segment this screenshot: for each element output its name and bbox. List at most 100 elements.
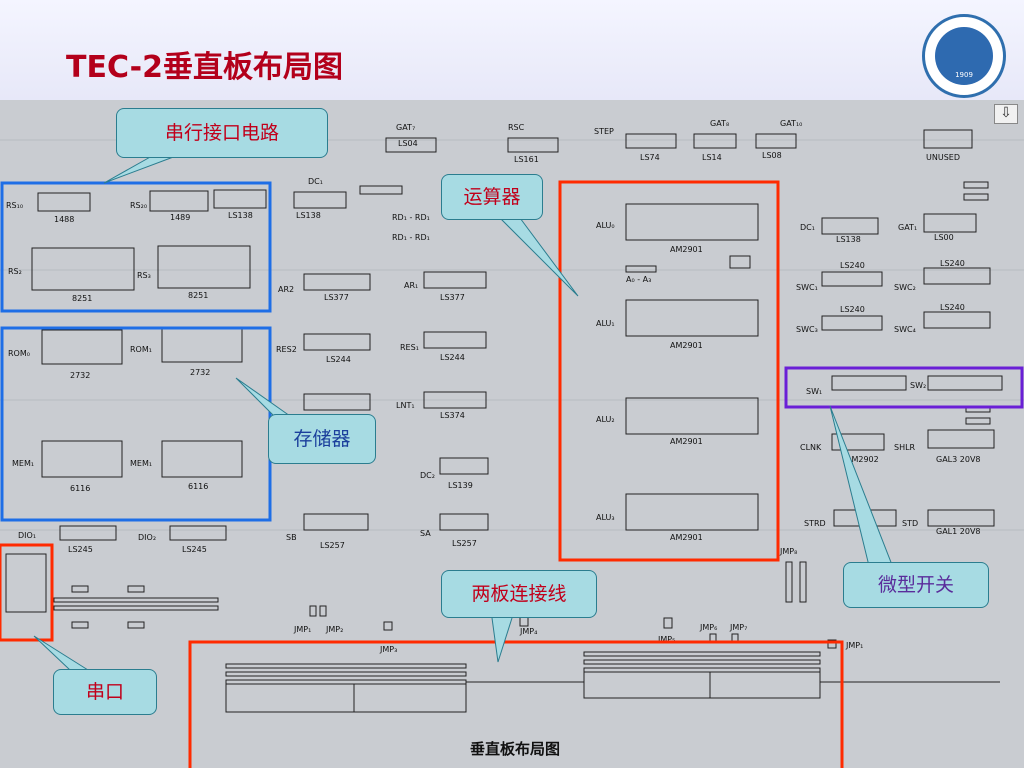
label-jmp4: JMP₄ [519, 627, 537, 636]
label-dc1-b: DC₁ [800, 223, 815, 232]
chip-8251-a: 8251 [72, 294, 92, 303]
callout-micro-switch: 微型开关 [843, 562, 989, 608]
chip-ls08: LS08 [762, 151, 782, 160]
label-rom1: ROM₁ [130, 345, 152, 354]
label-dc1: DC₁ [308, 177, 323, 186]
chip-unused: UNUSED [926, 153, 960, 162]
chip-ls257-b: LS257 [452, 539, 477, 548]
label-jmp8: JMP₈ [779, 547, 797, 556]
label-swc2: SWC₂ [894, 283, 916, 292]
chip-am2901-a: AM2901 [670, 245, 703, 254]
serial-labels: RS₁₀ RS₂₀ RS₂ RS₃ 1488 1489 LS138 8251 8… [6, 201, 253, 303]
label-dio1: DIO₁ [18, 531, 36, 540]
logo-emblem [935, 27, 993, 85]
label-jmp6: JMP₆ [699, 623, 717, 632]
chip-ls244-a: LS244 [326, 355, 351, 364]
scroll-down-button[interactable]: ⇩ [994, 104, 1018, 124]
label-a0-a3: A₀ - A₃ [626, 275, 651, 284]
callout-memory: 存储器 [268, 414, 376, 464]
label-swc3: SWC₃ [796, 325, 818, 334]
university-logo: 1909 [922, 14, 1006, 98]
label-swc4: SWC₄ [894, 325, 916, 334]
chip-am2901-d: AM2901 [670, 533, 703, 542]
chip-ls161: LS161 [514, 155, 539, 164]
control-chip-labels: GAT₇ RSC STEP GAT₈ GAT₁₀ LS04 LS161 LS74… [276, 119, 960, 550]
callout-pointers [33, 155, 895, 671]
label-rs10: RS₁₀ [6, 201, 23, 210]
label-jmp2: JMP₂ [325, 625, 343, 634]
chip-ls245-a: LS245 [68, 545, 93, 554]
chip-gal3: GAL3 20V8 [936, 455, 981, 464]
chip-ls139: LS139 [448, 481, 473, 490]
label-mem-a: MEM₁ [12, 459, 34, 468]
chip-6116-a: 6116 [70, 484, 90, 493]
label-shlr: SHLR [894, 443, 916, 452]
label-alu2: ALU₂ [596, 415, 615, 424]
chip-gal1: GAL1 20V8 [936, 527, 981, 536]
logo-year: 1909 [955, 71, 973, 79]
chip-6116-b: 6116 [188, 482, 208, 491]
label-ar1: AR₁ [404, 281, 418, 290]
chip-ls00: LS00 [934, 233, 954, 242]
label-rd-a: RD₁ - RD₁ [392, 213, 430, 222]
highlight-frames [0, 180, 1024, 768]
chip-ls138: LS138 [228, 211, 253, 220]
chip-ls374: LS374 [440, 411, 465, 420]
switch-chip-group [821, 181, 1003, 527]
label-sw1: SW₁ [806, 387, 822, 396]
chip-1488: 1488 [54, 215, 74, 224]
label-clnk: CLNK [800, 443, 822, 452]
bus-connectors [5, 553, 1000, 713]
chip-ls04: LS04 [398, 139, 418, 148]
label-gat7: GAT₇ [396, 123, 415, 132]
frame-serial-interface [0, 181, 272, 313]
chip-ls240-c: LS240 [840, 305, 865, 314]
label-rd-b: RD₁ - RD₁ [392, 233, 430, 242]
label-sa: SA [420, 529, 431, 538]
chip-ls138-c: LS138 [836, 235, 861, 244]
slide-title: TEC-2垂直板布局图 [66, 50, 343, 85]
switch-labels: GAT₁ DC₁ LS138 LS00 SWC₁ SWC₂ SWC₃ SWC₄ … [796, 223, 981, 536]
label-alu0: ALU₀ [596, 221, 615, 230]
slide-header: TEC-2垂直板布局图 1909 [0, 0, 1024, 100]
label-jmp3: JMP₃ [379, 645, 397, 654]
label-jmp1-b: JMP₁ [845, 641, 863, 650]
chip-ls245-b: LS245 [182, 545, 207, 554]
label-sb: SB [286, 533, 297, 542]
label-alu3: ALU₃ [596, 513, 615, 522]
label-mem-b: MEM₁ [130, 459, 152, 468]
control-chip-group [293, 129, 973, 531]
serial-chip-group [31, 189, 267, 291]
chip-am2901-c: AM2901 [670, 437, 703, 446]
label-jmp5: JMP₅ [657, 635, 675, 644]
label-res2: RES2 [276, 345, 297, 354]
chip-ls377-a: LS377 [324, 293, 349, 302]
board-schematic: RS₁₀ RS₂₀ RS₂ RS₃ 1488 1489 LS138 8251 8… [0, 119, 1024, 768]
callout-board-connector: 两板连接线 [441, 570, 597, 618]
chip-2732-a: 2732 [70, 371, 90, 380]
alu-labels: ALU₀ ALU₁ ALU₂ ALU₃ AM2901 AM2901 AM2901… [596, 221, 703, 542]
label-strd: STRD [804, 519, 826, 528]
frame-micro-switch [784, 366, 1024, 409]
chip-ls14: LS14 [702, 153, 722, 162]
label-alu1: ALU₁ [596, 319, 615, 328]
dio-labels: DIO₁ DIO₂ LS245 LS245 [18, 531, 207, 554]
chip-ls74: LS74 [640, 153, 660, 162]
dio-group [59, 525, 227, 541]
label-lnt: LNT₁ [396, 401, 415, 410]
chip-am2902: AM2902 [846, 455, 879, 464]
chip-8251-b: 8251 [188, 291, 208, 300]
chip-ls240-b: LS240 [940, 259, 965, 268]
label-jmp1: JMP₁ [293, 625, 311, 634]
label-dio2: DIO₂ [138, 533, 156, 542]
chip-ls377-b: LS377 [440, 293, 465, 302]
label-ar2: AR2 [278, 285, 294, 294]
chip-1489: 1489 [170, 213, 190, 222]
label-rs3: RS₃ [137, 271, 151, 280]
chip-ls244-b: LS244 [440, 353, 465, 362]
frame-board-connector [188, 640, 844, 768]
callout-alu: 运算器 [441, 174, 543, 220]
diagram-caption: 垂直板布局图 [470, 740, 561, 758]
label-std: STD [902, 519, 918, 528]
chip-ls257-a: LS257 [320, 541, 345, 550]
